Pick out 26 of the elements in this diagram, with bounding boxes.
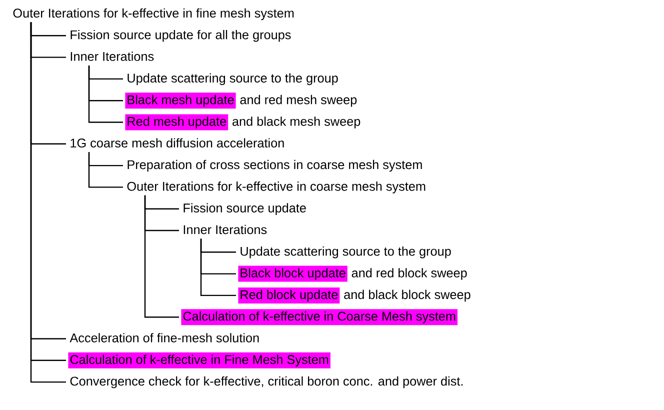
highlighted-item: Calculation of k-effective in Coarse Mesh system (181, 309, 458, 326)
tree-connector (144, 195, 179, 318)
highlighted-item: Black block update (238, 266, 348, 282)
tree-item-text: Update scattering source to the group (240, 246, 451, 258)
item-text: and red block sweep (352, 268, 467, 280)
highlighted-item: Red block update (238, 287, 340, 304)
tree-item-text: Outer Iterations for k-effective in fine mesh system (13, 8, 294, 20)
highlighted-item: Red mesh update (125, 114, 228, 130)
tree-connector (88, 152, 123, 188)
tree-item-text: 1G coarse mesh diffusion acceleration (70, 138, 284, 148)
tree-connector (200, 238, 236, 296)
highlighted-item: Calculation of k-effective in Fine Mesh System (68, 352, 330, 368)
tree-item-text: Convergence check for k-effective, critical boron conc. and power dist. (70, 376, 463, 388)
tree-item-text: Preparation of cross sections in coarse mesh system (128, 160, 422, 172)
item-text: and black mesh sweep (232, 116, 360, 128)
tree-item-text: Fission source update for all the groups (70, 30, 291, 42)
item-text: and black block sweep (344, 290, 470, 302)
tree-item-text: Fission source update (184, 203, 306, 215)
highlighted-item: Black mesh update (125, 92, 236, 109)
tree-item-text: Inner Iterations (184, 224, 267, 234)
tree-item-text: Acceleration of fine-mesh solution (70, 333, 259, 342)
tree-item-text: Outer Iterations for k-effective in coarse mesh system (127, 182, 426, 194)
tree-item-text: Inner Iterations (70, 52, 154, 61)
item-text: and red mesh sweep (240, 94, 357, 107)
tree-connector (88, 66, 123, 123)
tree-item-text: Update scattering source to the group (128, 73, 338, 86)
